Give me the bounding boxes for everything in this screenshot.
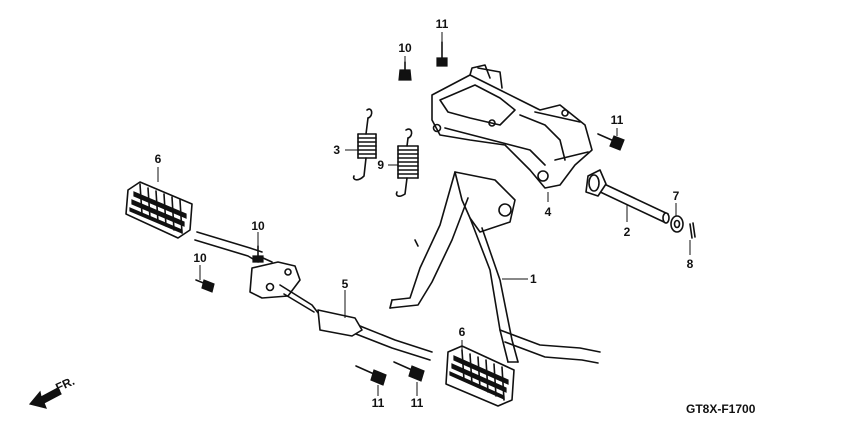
main-stand-part-1 (389, 171, 601, 364)
bolt-part-10-left-lower (195, 279, 215, 293)
footrest-part-6-bottom (445, 345, 515, 407)
callout-11-right: 11 (611, 113, 624, 127)
callout-7: 7 (673, 189, 680, 203)
cotter-pin-part-8 (689, 222, 696, 239)
front-direction-label: FR. (53, 374, 76, 395)
callout-9: 9 (377, 158, 384, 172)
callout-4: 4 (545, 205, 552, 219)
bolt-part-11-right (597, 133, 625, 151)
callout-3: 3 (333, 143, 340, 157)
callout-11-bottom-left: 11 (372, 396, 385, 410)
bolt-part-10-top (398, 61, 412, 81)
bolt-part-11-top (436, 41, 448, 67)
bracket-part-4 (431, 64, 593, 189)
drawing-code: GT8X-F1700 (686, 402, 756, 416)
callout-10-left-upper: 10 (251, 219, 265, 233)
callout-11-top: 11 (436, 17, 449, 31)
callout-6-bottom: 6 (459, 325, 466, 339)
callout-10-top: 10 (398, 41, 412, 55)
callout-2: 2 (624, 225, 631, 239)
washer-part-7 (670, 215, 684, 233)
lever-part-5 (194, 231, 433, 361)
bolt-part-11-bottom-right (393, 361, 425, 382)
callout-11-bottom-right: 11 (411, 396, 424, 410)
spring-part-3 (352, 108, 377, 181)
front-arrow-icon (28, 387, 62, 409)
bolt-part-11-bottom-left (355, 365, 387, 386)
front-direction-indicator: FR. (28, 374, 77, 409)
footrest-part-6-left (125, 181, 193, 239)
bolt-part-10-left-upper (252, 245, 273, 263)
shaft-part-2 (585, 169, 670, 224)
callout-5: 5 (342, 277, 349, 291)
callout-labels: 11 10 11 3 9 6 4 2 7 8 10 10 1 5 6 11 11 (155, 17, 694, 410)
callout-1: 1 (530, 272, 537, 286)
leader-lines (157, 32, 691, 396)
callout-6-left: 6 (155, 152, 162, 166)
callout-10-left-lower: 10 (193, 251, 207, 265)
callout-8: 8 (687, 257, 694, 271)
spring-part-9 (395, 128, 419, 197)
